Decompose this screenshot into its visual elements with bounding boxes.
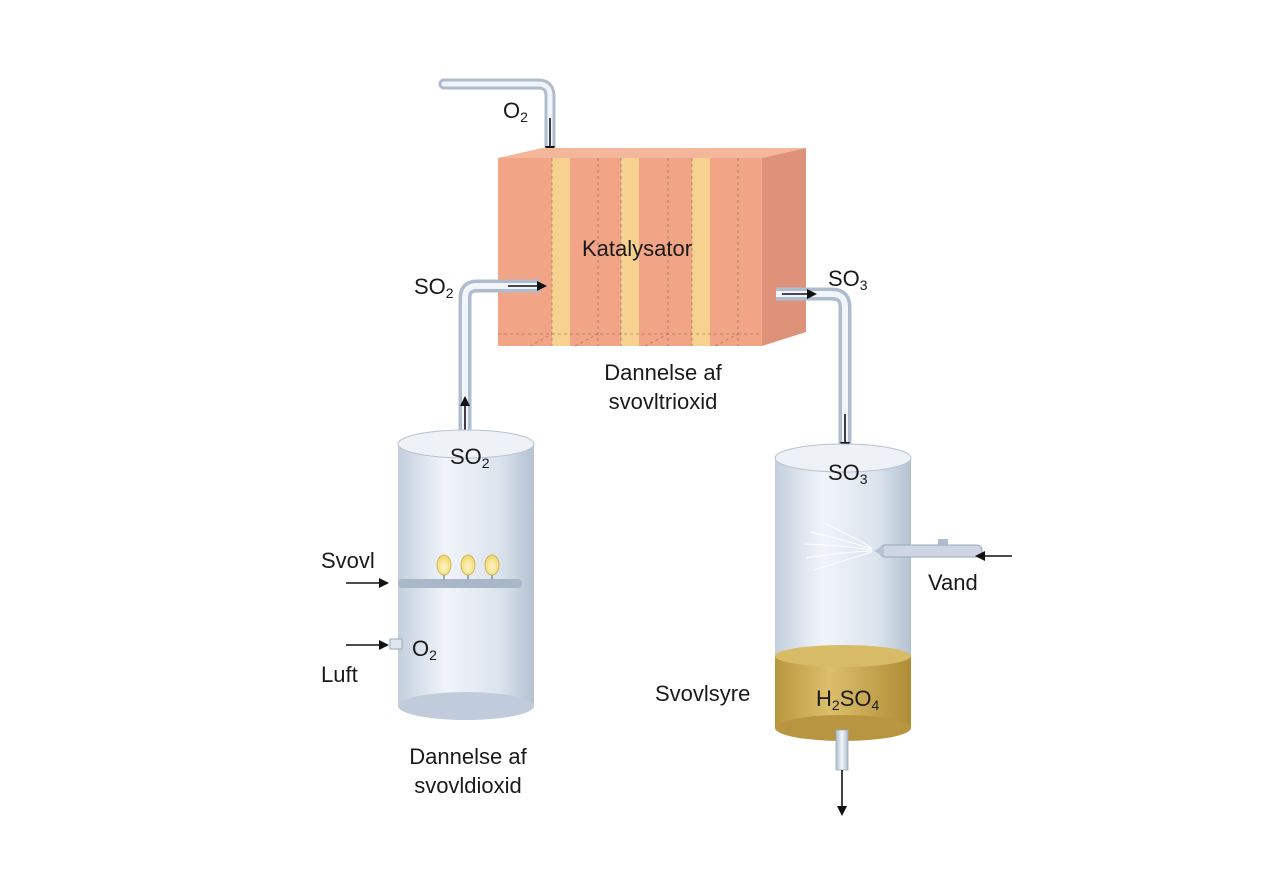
arrow-left-icon: [975, 551, 1012, 561]
trioxid-caption-line1: Dannelse af: [604, 360, 722, 385]
acid-outlet-pipe: [835, 729, 849, 771]
luft-label: Luft: [321, 662, 358, 687]
arrow-right-icon: [508, 281, 547, 291]
water-spray-nozzle: [874, 539, 983, 558]
water-spray-icon: [804, 523, 873, 571]
flame-icon: [484, 554, 500, 580]
sulfuric-acid-liquid: [775, 645, 911, 741]
so3-pipe: [776, 287, 852, 450]
arrow-right-icon: [346, 578, 389, 588]
so3-pipe-label: SO3: [828, 266, 868, 293]
flame-icon: [460, 554, 476, 580]
vand-label: Vand: [928, 570, 978, 595]
so2-tank-label: SO2: [450, 444, 490, 471]
svovl-label: Svovl: [321, 548, 375, 573]
air-inlet-nozzle: [389, 638, 403, 650]
o2-top-label: O2: [503, 98, 528, 125]
sulfur-feed-bar: [398, 579, 522, 588]
dioxid-caption-line2: svovldioxid: [414, 773, 522, 798]
katalysator-label: Katalysator: [582, 236, 693, 261]
trioxid-caption-line2: svovltrioxid: [608, 389, 718, 414]
svovlsyre-label: Svovlsyre: [655, 681, 751, 706]
arrow-up-icon: [460, 396, 470, 434]
trioxid-caption: Dannelse af svovltrioxid: [578, 358, 748, 416]
o2-inlet-pipe-top: [438, 78, 556, 156]
o2-inlet-label: O2: [412, 636, 437, 663]
dioxid-caption-line1: Dannelse af: [409, 744, 527, 769]
so3-tank-label: SO3: [828, 460, 868, 487]
dioxid-caption: Dannelse af svovldioxid: [383, 742, 553, 800]
h2so4-label: H2SO4: [816, 686, 880, 713]
flame-icon: [436, 554, 452, 580]
so2-pipe: [458, 279, 540, 430]
arrow-right-icon: [346, 640, 389, 650]
arrow-right-icon: [782, 289, 817, 299]
so2-pipe-label: SO2: [414, 274, 454, 301]
arrow-down-icon: [837, 770, 847, 816]
